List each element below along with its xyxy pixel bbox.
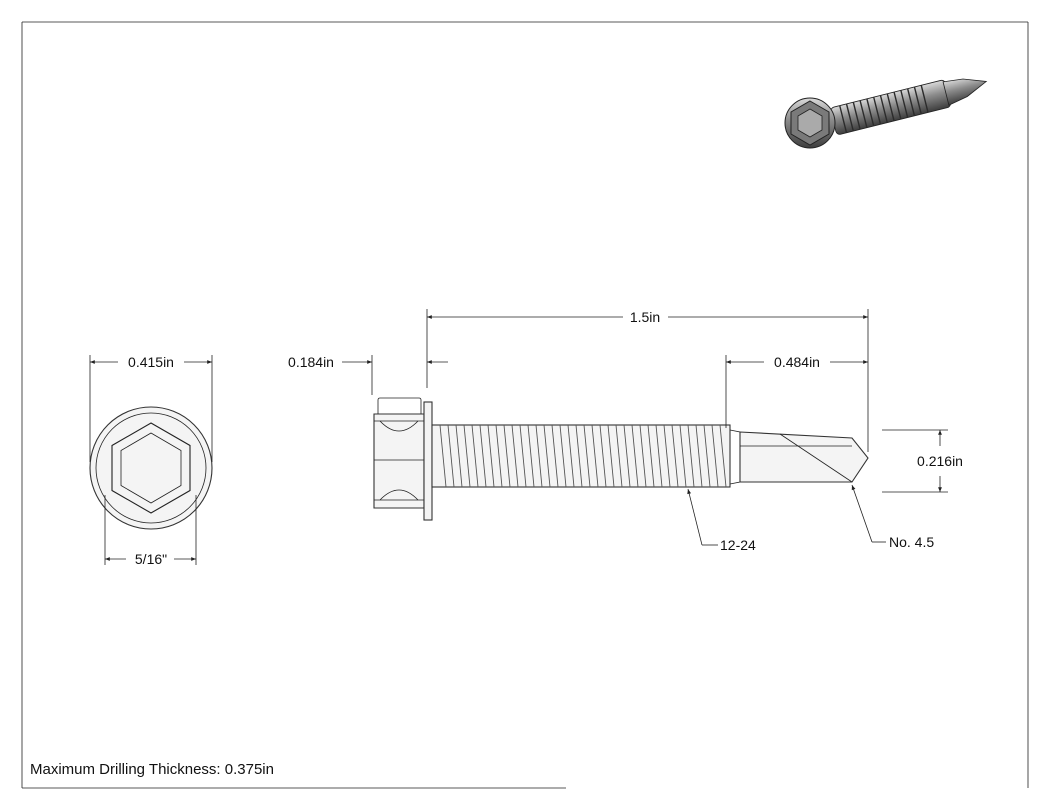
dim-head-height: 0.184in xyxy=(288,354,448,395)
dim-flange-width: 0.415in xyxy=(89,354,213,462)
thread-pattern xyxy=(439,424,727,488)
dim-drill-diameter: 0.216in xyxy=(882,429,963,493)
dim-drill-point-length: 0.484in xyxy=(725,354,868,428)
side-view xyxy=(373,397,869,521)
dim-hex-size-label: 5/16" xyxy=(135,551,167,567)
callout-thread: 12-24 xyxy=(687,488,756,553)
dim-flange-width-label: 0.415in xyxy=(128,354,174,370)
end-view xyxy=(89,406,213,530)
dim-head-height-label: 0.184in xyxy=(288,354,334,370)
callout-drill-point: No. 4.5 xyxy=(851,484,934,550)
footer-note: Maximum Drilling Thickness: 0.375in xyxy=(30,761,274,778)
dim-overall-length: 1.5in xyxy=(426,309,869,452)
drawing-frame xyxy=(21,21,1029,789)
dim-overall-length-label: 1.5in xyxy=(630,309,660,325)
callout-drill-point-label: No. 4.5 xyxy=(889,534,934,550)
dim-hex-size: 5/16" xyxy=(104,495,197,567)
isometric-screw-image xyxy=(784,78,988,149)
dim-drill-point-length-label: 0.484in xyxy=(774,354,820,370)
callout-thread-label: 12-24 xyxy=(720,537,756,553)
dim-drill-diameter-label: 0.216in xyxy=(917,453,963,469)
